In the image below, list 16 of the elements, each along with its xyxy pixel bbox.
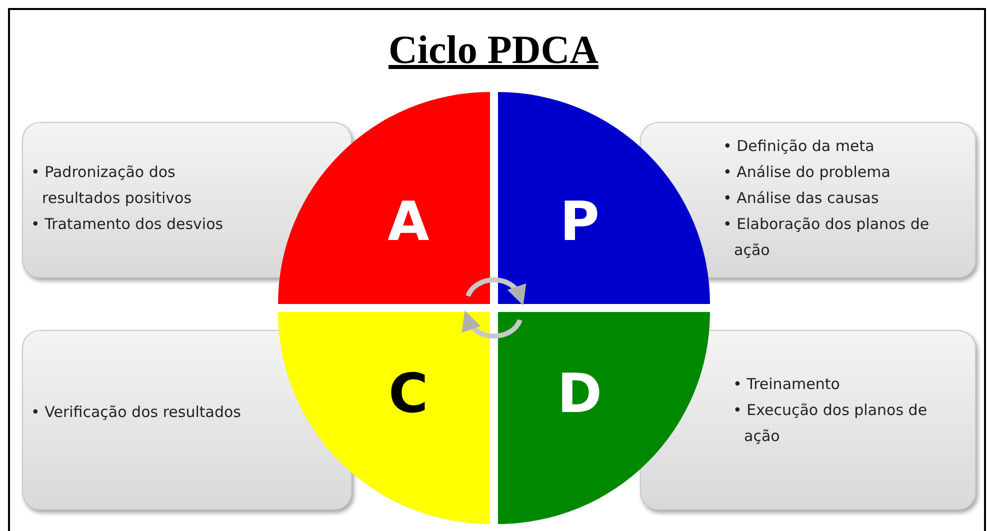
bullet-item: • Tratamento dos desvios	[31, 214, 224, 235]
bullet-item: • Definição da meta	[723, 136, 876, 157]
phase-letter: A	[387, 195, 430, 250]
bullet-item: • Análise do problema	[723, 162, 892, 183]
bullet-item: • Padronização dos resultados positivos	[31, 162, 193, 209]
bullet-item: • Treinamento	[733, 374, 841, 395]
cycle-arrow	[466, 277, 526, 306]
bullet-item: • Execução dos planos de ação	[733, 400, 928, 447]
bullet-item: • Análise das causas	[723, 188, 880, 209]
phase-letter: C	[388, 366, 428, 421]
cycle-arrow	[462, 310, 522, 339]
phase-letter: P	[560, 195, 600, 250]
phase-letter: D	[557, 366, 602, 421]
bullet-item: • Elaboração dos planos de ação	[723, 214, 930, 261]
bullet-item: • Verificação dos resultados	[31, 402, 242, 423]
title: Ciclo PDCA	[388, 26, 598, 74]
